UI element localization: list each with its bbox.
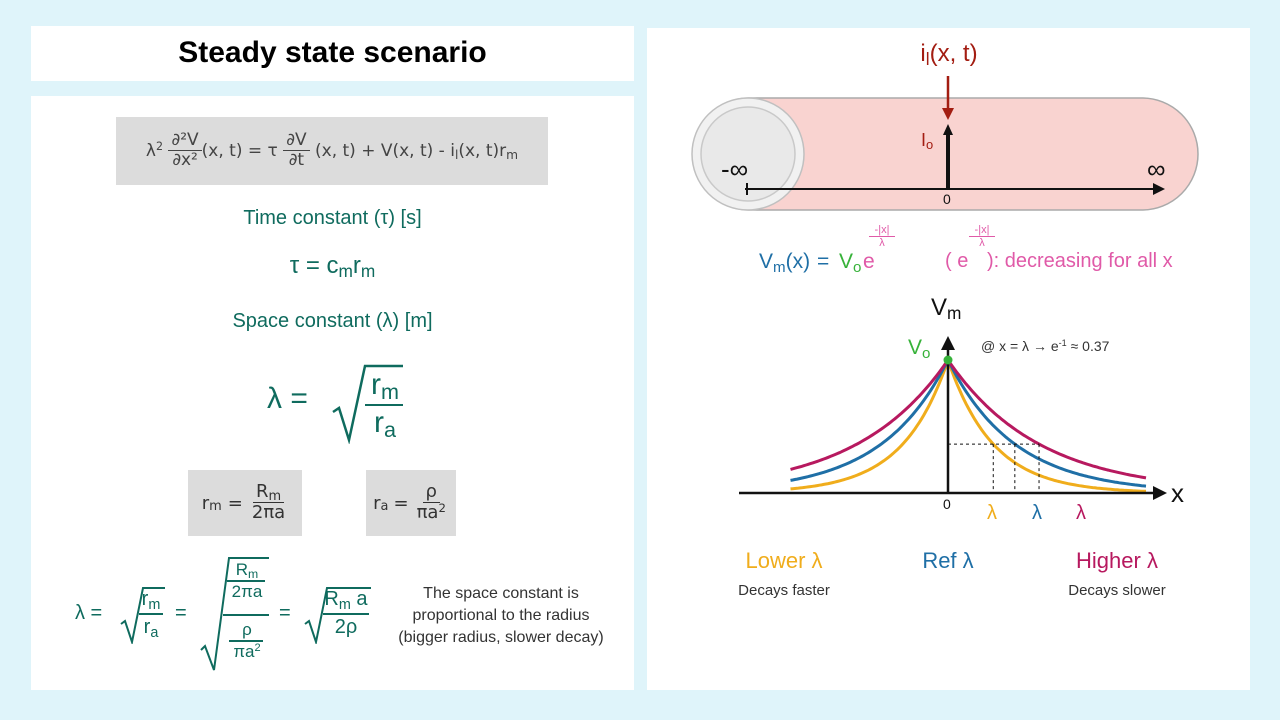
equations-panel: λ2 ∂²V∂x²(x, t) = τ ∂V∂t (x, t) + V(x, t…	[31, 96, 634, 690]
legend-ref-title: Ref λ	[922, 548, 974, 573]
lambda-tick-ref: λ	[1032, 502, 1042, 524]
cable-equation: λ2 ∂²V∂x²(x, t) = τ ∂V∂t (x, t) + V(x, t…	[145, 130, 519, 171]
cable-panel: il(x, t) Io -∞ ∞ 0 Vm(x) = Vo e -|x| λ (…	[647, 28, 1250, 690]
cable-diagram	[691, 76, 1199, 211]
sqrt-sign-1	[120, 587, 165, 644]
graph-origin-label: 0	[943, 496, 951, 512]
pos-infinity-label: ∞	[1147, 154, 1166, 184]
legend-lower: Lower λ Decays faster	[709, 548, 859, 599]
space-constant-label: Space constant (λ) [m]	[232, 310, 433, 332]
decay-curve-1	[790, 356, 1147, 493]
decay-curves	[790, 356, 1147, 493]
decreasing-note: ( e -|x| λ ): decreasing for all x	[945, 224, 1173, 272]
lambda-derivation: λ = rm ra = Rm 2πa ρ πa2 = Rm a 2ρ	[75, 554, 385, 672]
e-inverse-annotation: @ x = λ → e-1 ≈ 0.37	[981, 338, 1110, 354]
x-axis-arrowhead	[1153, 183, 1165, 195]
decay-curve-2	[790, 357, 1147, 488]
legend-higher-title: Higher λ	[1076, 548, 1158, 573]
legend-higher-caption: Decays slower	[1068, 582, 1166, 599]
origin-label-cable: 0	[943, 191, 951, 207]
lambda-tick-lower: λ	[987, 502, 997, 524]
sqrt-sign	[332, 364, 403, 444]
current-label: il(x, t)	[920, 40, 978, 70]
lambda-tick-higher: λ	[1076, 502, 1086, 524]
neg-infinity-label: -∞	[721, 154, 749, 184]
legend-ref: Ref λ	[873, 548, 1023, 574]
time-constant-label: Time constant (τ) [s]	[243, 207, 422, 229]
tau-formula: τ = cmrm	[289, 252, 376, 282]
vo-point	[943, 355, 953, 365]
cable-equation-box: λ2 ∂²V∂x²(x, t) = τ ∂V∂t (x, t) + V(x, t…	[116, 117, 548, 185]
x-axis-label: x	[1171, 478, 1184, 508]
lambda-formula: λ = rm ra	[267, 360, 407, 444]
vm-equation: Vm(x) = Vo e -|x| λ	[759, 224, 909, 284]
lambda-guides	[948, 443, 1040, 493]
legend-higher: Higher λ Decays slower	[1032, 548, 1202, 599]
io-label: Io	[921, 130, 934, 153]
title-panel: Steady state scenario	[31, 26, 634, 81]
fraction-bar	[365, 404, 403, 406]
graph-y-arrowhead	[941, 336, 955, 350]
slide-title: Steady state scenario	[178, 36, 487, 69]
vo-label: Vo	[908, 336, 931, 362]
radius-note: The space constant is proportional to th…	[398, 585, 604, 646]
legend-lower-title: Lower λ	[745, 548, 823, 573]
decay-graph	[739, 336, 1167, 500]
legend-lower-caption: Decays faster	[738, 582, 830, 599]
graph-x-arrowhead	[1153, 486, 1167, 500]
y-axis-label: Vm	[931, 294, 962, 324]
sqrt-sign-2	[200, 557, 269, 671]
sqrt-sign-3	[304, 587, 371, 644]
decay-curve-3	[790, 358, 1147, 480]
